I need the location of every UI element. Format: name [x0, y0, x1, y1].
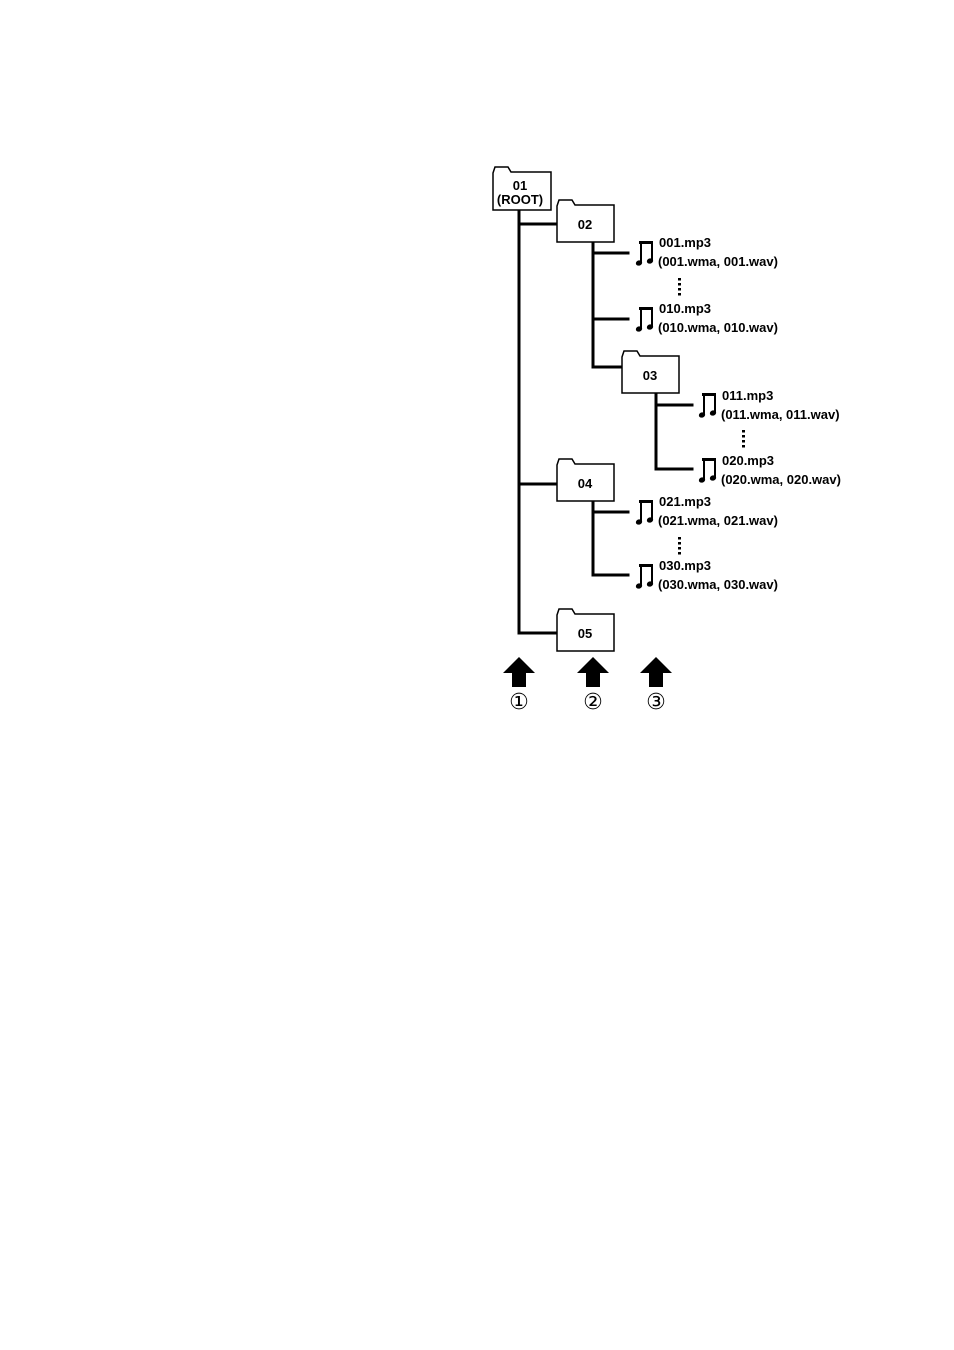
- file-010-alt: (010.wma, 010.wav): [658, 320, 778, 335]
- file-011-alt: (011.wma, 011.wav): [721, 407, 840, 422]
- file-010: 010.mp3 (010.wma, 010.wav): [635, 301, 778, 335]
- music-note-icon: [635, 564, 654, 590]
- file-001: 001.mp3 (001.wma, 001.wav): [635, 235, 778, 269]
- music-note-icon: [635, 307, 654, 333]
- folder-04-label: 04: [578, 476, 593, 491]
- vertical-ellipsis-icon: [678, 537, 681, 555]
- folder-01-label-line1: 01: [513, 178, 527, 193]
- level-3: ③: [640, 657, 672, 715]
- folder-05: 05: [557, 609, 614, 651]
- file-030: 030.mp3 (030.wma, 030.wav): [635, 558, 778, 592]
- file-011-name: 011.mp3: [722, 388, 773, 403]
- music-note-icon: [635, 241, 654, 267]
- file-020: 020.mp3 (020.wma, 020.wav): [698, 453, 841, 487]
- vertical-ellipsis-icon: [742, 430, 745, 448]
- file-030-alt: (030.wma, 030.wav): [658, 577, 778, 592]
- folder-02: 02: [557, 200, 614, 242]
- level-1-label: ①: [509, 690, 529, 715]
- level-3-label: ③: [646, 690, 666, 715]
- music-note-icon: [635, 500, 654, 526]
- arrow-up-icon: [577, 657, 609, 687]
- folder-01-root: 01 (ROOT): [493, 167, 551, 210]
- level-2: ②: [577, 657, 609, 715]
- folder-02-label: 02: [578, 217, 592, 232]
- music-note-icon: [698, 393, 717, 419]
- arrow-up-icon: [640, 657, 672, 687]
- folder-05-label: 05: [578, 626, 592, 641]
- folder-03-label: 03: [643, 368, 657, 383]
- folder-01-label-line2: (ROOT): [497, 192, 543, 207]
- file-021: 021.mp3 (021.wma, 021.wav): [635, 494, 778, 528]
- file-020-name: 020.mp3: [722, 453, 774, 468]
- file-010-name: 010.mp3: [659, 301, 711, 316]
- level-1: ①: [503, 657, 535, 715]
- vertical-ellipsis-icon: [678, 278, 681, 296]
- file-001-name: 001.mp3: [659, 235, 711, 250]
- file-001-alt: (001.wma, 001.wav): [658, 254, 778, 269]
- arrow-up-icon: [503, 657, 535, 687]
- music-note-icon: [698, 458, 717, 484]
- folder-03: 03: [622, 351, 679, 393]
- file-021-alt: (021.wma, 021.wav): [658, 513, 778, 528]
- file-011: 011.mp3 (011.wma, 011.wav): [698, 388, 839, 422]
- file-021-name: 021.mp3: [659, 494, 711, 509]
- level-2-label: ②: [583, 690, 603, 715]
- file-020-alt: (020.wma, 020.wav): [721, 472, 841, 487]
- folder-04: 04: [557, 459, 614, 501]
- file-030-name: 030.mp3: [659, 558, 711, 573]
